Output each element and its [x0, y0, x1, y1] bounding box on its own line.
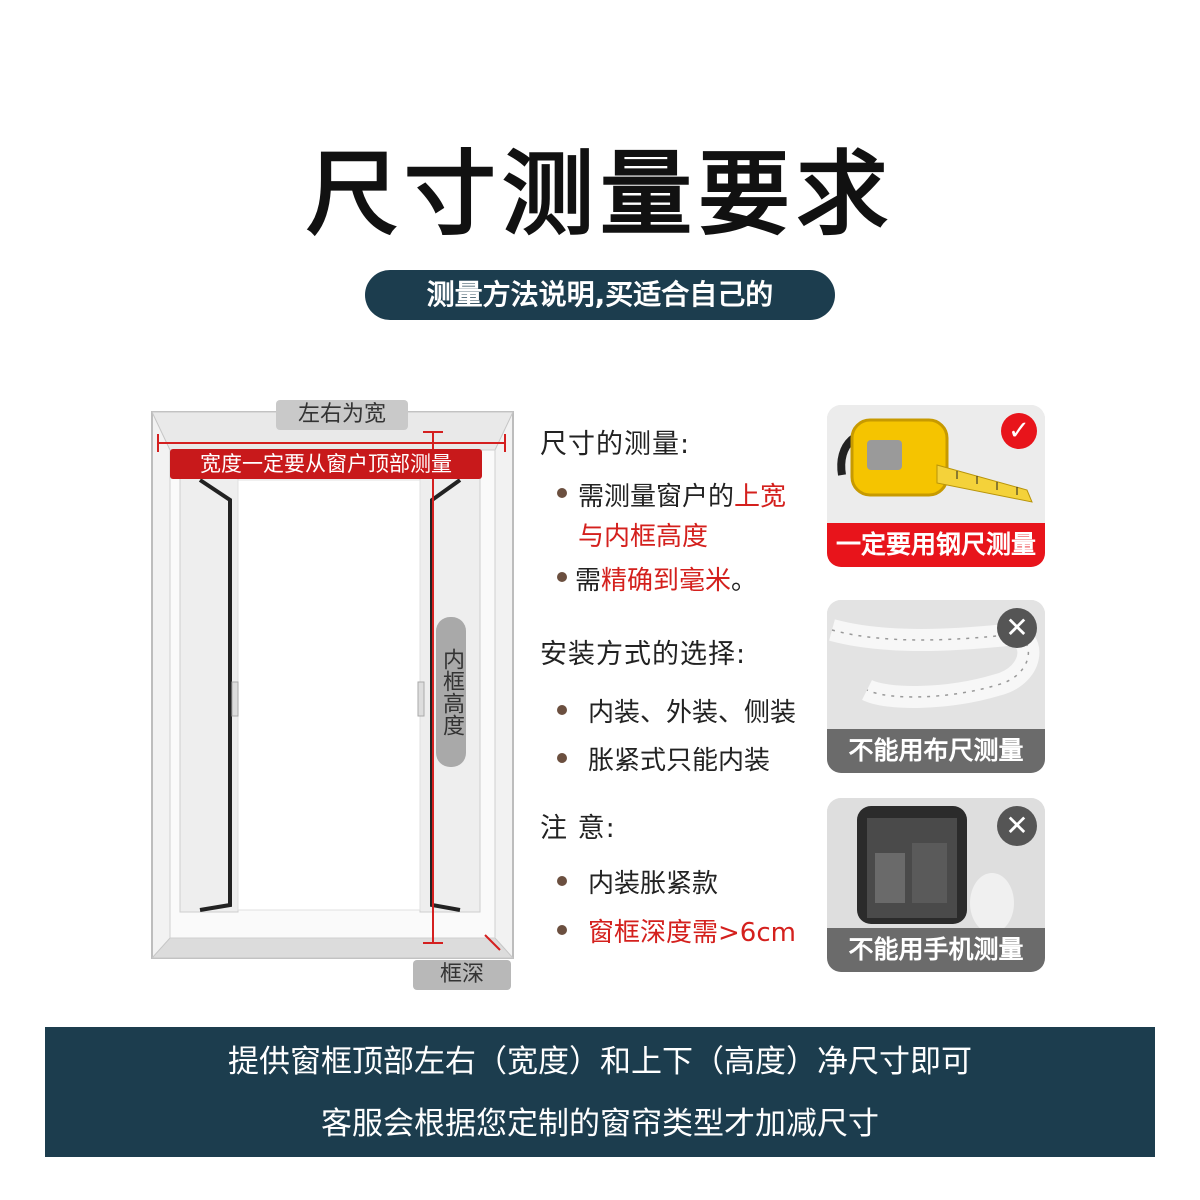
card-phone: ✕ 不能用手机测量 [827, 798, 1045, 972]
measure-item-2-text: 需 [575, 566, 602, 596]
card-label: 不能用手机测量 [827, 928, 1045, 972]
cross-icon: ✕ [997, 806, 1037, 846]
measure-item-2-suffix: 。 [731, 566, 758, 596]
bullet-dot [557, 753, 567, 763]
measure-item-2: 需精确到毫米。 [575, 560, 757, 597]
check-icon: ✓ [1001, 413, 1037, 449]
note-item-2: 窗框深度需>6cm [588, 918, 796, 948]
measure-item-1-text: 需测量窗户的 [578, 482, 735, 512]
card-cloth-tape: ✕ 不能用布尺测量 [827, 600, 1045, 773]
top-measure-note: 宽度一定要从窗户顶部测量 [170, 449, 482, 479]
note-item-1: 内装胀紧款 [588, 869, 719, 899]
footer-banner: 提供窗框顶部左右（宽度）和上下（高度）净尺寸即可 客服会根据您定制的窗帘类型才加… [45, 1027, 1155, 1157]
footer-line-1: 提供窗框顶部左右（宽度）和上下（高度）净尺寸即可 [228, 1044, 972, 1080]
measure-item-1: 需测量窗户的上宽 [578, 476, 786, 513]
measure-item-1-highlight: 上宽 [734, 482, 787, 512]
subtitle-banner: 测量方法说明,买适合自己的 [365, 270, 835, 320]
height-tag: 内框高度 [436, 617, 466, 767]
page-title: 尺寸测量要求 [305, 141, 894, 248]
depth-tag: 框深 [413, 960, 511, 990]
bullet-dot [557, 925, 567, 935]
install-item-1: 内装、外装、侧装 [588, 698, 797, 728]
width-tag: 左右为宽 [276, 400, 408, 430]
measure-heading: 尺寸的测量: [540, 429, 691, 460]
window-frame-illustration [150, 411, 515, 959]
bullet-dot [557, 876, 567, 886]
card-label: 不能用布尺测量 [827, 729, 1045, 773]
bullet-dot [557, 572, 567, 582]
steel-tape-measure-icon [827, 405, 1045, 525]
measure-item-1-line2: 与内框高度 [578, 522, 709, 552]
window-diagram [150, 410, 515, 965]
install-item-2: 胀紧式只能内装 [588, 746, 771, 776]
bullet-dot [557, 705, 567, 715]
measure-item-2-highlight: 精确到毫米 [601, 566, 732, 596]
footer-line-2: 客服会根据您定制的窗帘类型才加减尺寸 [321, 1106, 879, 1142]
install-heading: 安装方式的选择: [540, 639, 747, 670]
cross-icon: ✕ [997, 608, 1037, 648]
bullet-dot [557, 488, 567, 498]
card-steel-tape: ✓ 一定要用钢尺测量 [827, 405, 1045, 567]
note-heading: 注 意: [540, 813, 616, 844]
card-label: 一定要用钢尺测量 [827, 523, 1045, 567]
